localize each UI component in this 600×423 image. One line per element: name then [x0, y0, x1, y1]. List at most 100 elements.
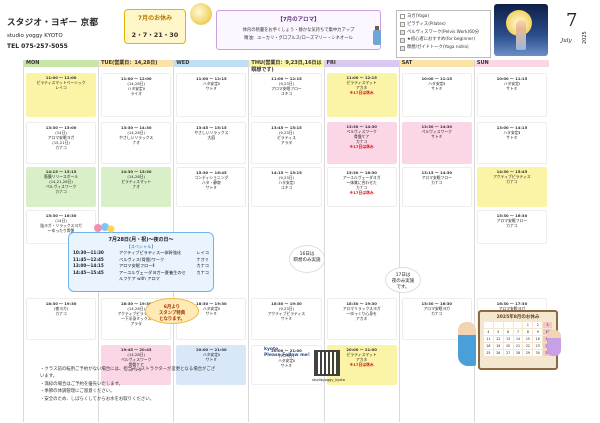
day-header: MON: [24, 60, 99, 67]
event-teacher: レイコ: [196, 250, 209, 255]
next-month-holiday-calendar: 2025年8月のお休み 1234567891011121314151617181…: [478, 310, 558, 370]
class-legend: ヨガ(Yoga)ピラティス(Pilates)ペルヴィスワーク(Pelvis Wo…: [396, 10, 491, 58]
mermaid-illustration: [458, 322, 476, 366]
mini-calendar-day: [513, 322, 523, 328]
mini-calendar-day: 3: [543, 322, 552, 328]
class-name: (9,23日) ハタ安定Ⅰ: [278, 175, 295, 185]
mini-calendar-day: [484, 322, 493, 328]
class-name: (14,28日) アクティブピラティス ～下半身ミックス: [117, 306, 155, 321]
event-teacher: ナオミ: [196, 256, 209, 262]
mini-calendar-day: 12: [493, 336, 503, 342]
event-teacher: カナコ: [196, 263, 209, 269]
holiday-title: 7月のお休み: [137, 15, 173, 22]
class-teacher: アラタ: [130, 321, 142, 326]
class-teacher: ユキコ: [280, 185, 293, 190]
class-cell[interactable]: 13:45 ～ 15:15(9,23日) ピラティスアラタ: [251, 122, 322, 164]
note-item: ・季節の体調管理にご留意ください。: [40, 389, 115, 395]
studio-name: スタジオ・ヨギー 京都: [7, 18, 99, 28]
class-name: ハタ安定Ⅰ: [503, 81, 521, 86]
class-teacher: ナオ: [132, 140, 140, 145]
class-cell[interactable]: 11:00 ～ 12:15(9,23日) アロマ安眠フローユキコ: [251, 73, 322, 117]
event-time: 14:45～15:45: [73, 269, 104, 275]
class-time: 13:15 ～ 14:30: [421, 170, 453, 175]
class-teacher: サトミ: [205, 311, 218, 316]
mini-calendar-day: 28: [513, 350, 523, 356]
day-column: THU(営業日：9,23日,16日は瞑想です)11:00 ～ 12:15(9,2…: [248, 60, 324, 422]
class-cell[interactable]: 15:30 ～ 16:30(14日) 陰ヨガ・リラックスヨガ ～ゆったり骨盤: [26, 210, 97, 244]
event-name: アロマ安眠フローⅡ: [119, 263, 155, 269]
instagram-label[interactable]: kyoto Please Follow me!: [264, 347, 310, 358]
aroma-box: 【7月のアロマ】 体内の熱量をお手くしょう・静かな気持ちで集中力アップ 精油：ユ…: [216, 10, 381, 50]
mini-calendar-day: 16: [533, 336, 543, 342]
class-name: やさしいリラックス: [194, 130, 229, 135]
class-cell[interactable]: 13:30 ～ 15:00(14日) アロマ安眠ヨガ (15,21日)カナコ: [26, 122, 97, 164]
class-name: 筋膜リリースボール (14,21,28日) ペルヴィスワーク: [44, 174, 79, 189]
class-note: ※17日は休み: [349, 90, 374, 95]
mini-calendar-day: 2: [533, 322, 543, 328]
class-time: 15:30 ～ 16:30: [346, 170, 377, 175]
balloons-icon: [94, 223, 115, 233]
event-teacher: カナコ: [196, 269, 209, 275]
class-name: アクティブピラティス: [493, 174, 531, 179]
class-time: 20:00 ～ 21:00: [196, 347, 227, 352]
class-name: (14,28日) やさしいリラックス: [119, 130, 154, 140]
mini-calendar-day: 5: [493, 329, 503, 335]
class-teacher: サトミ: [280, 363, 293, 368]
mini-calendar-day: 19: [493, 343, 503, 349]
mini-calendar-day: 30: [533, 350, 543, 356]
class-time: 13:45 ～ 15:15: [196, 125, 227, 130]
studio-tel: TEL 075-257-5055: [7, 43, 68, 50]
class-name: (14,28日) ピラティスマット: [121, 174, 152, 184]
class-time: 14:15 ～ 15:15: [271, 170, 302, 175]
legend-label: ペルヴィスワーク(Pelvis Work)60分: [407, 29, 479, 35]
studio-sub: studio yoggy KYOTO: [7, 33, 63, 39]
event-time: 13:00～14:15: [73, 263, 104, 269]
note-item: ・クラス前の転用ご予約がない場合には、担当インストラクターが変更となる場合がござ…: [40, 367, 216, 380]
mini-calendar-day: 25: [484, 350, 493, 356]
class-time: 14:15 ～ 15:15: [45, 169, 77, 174]
aroma-bottle-icon: [373, 26, 381, 45]
legend-label: ピラティス(Pilates): [407, 21, 446, 27]
class-time: 18:30 ～ 19:30: [45, 301, 77, 306]
event-title: 7月28日(月・祝)～夜の日～: [108, 237, 174, 243]
class-cell[interactable]: 19:45 ～ 20:45(14,28日) ペルヴィスワーク 骨盤ケアアラタ: [101, 345, 172, 385]
mini-calendar-day: 21: [513, 343, 523, 349]
qr-code-icon[interactable]: [314, 350, 340, 376]
class-name: アロマリラックスヨガ ～ゆっくり心身を: [342, 306, 381, 316]
class-cell[interactable]: 18:30 ～ 19:30(夜ヨガ)カナコ: [26, 298, 97, 340]
class-cell[interactable]: 14:30 ～ 15:30(14,28日) ピラティスマットナオ: [101, 167, 172, 207]
class-teacher: カナコ: [506, 223, 518, 228]
legend-item: ペルヴィスワーク(Pelvis Work)60分: [400, 29, 487, 37]
legend-item: ★初心者におすすめ(for beginner): [400, 36, 487, 44]
mini-calendar-day: 13: [503, 336, 513, 342]
class-teacher: サトミ: [431, 86, 443, 91]
mini-calendar-grid: 1234567891011121314151617181920212223242…: [480, 320, 556, 358]
class-cell[interactable]: 13:30 ～ 14:30(14,28日) やさしいリラックスナオ: [101, 122, 172, 164]
class-cell[interactable]: 18:30 ～ 19:30(9,23日) アクティブピラティスサトミ: [251, 298, 322, 340]
class-name: ハタ安定Ⅱ: [503, 130, 521, 135]
class-time: 13:30 ～ 14:30: [346, 124, 377, 129]
event-row: 13:00～14:15 アロマ安眠フローⅡ カナコ: [73, 263, 209, 270]
